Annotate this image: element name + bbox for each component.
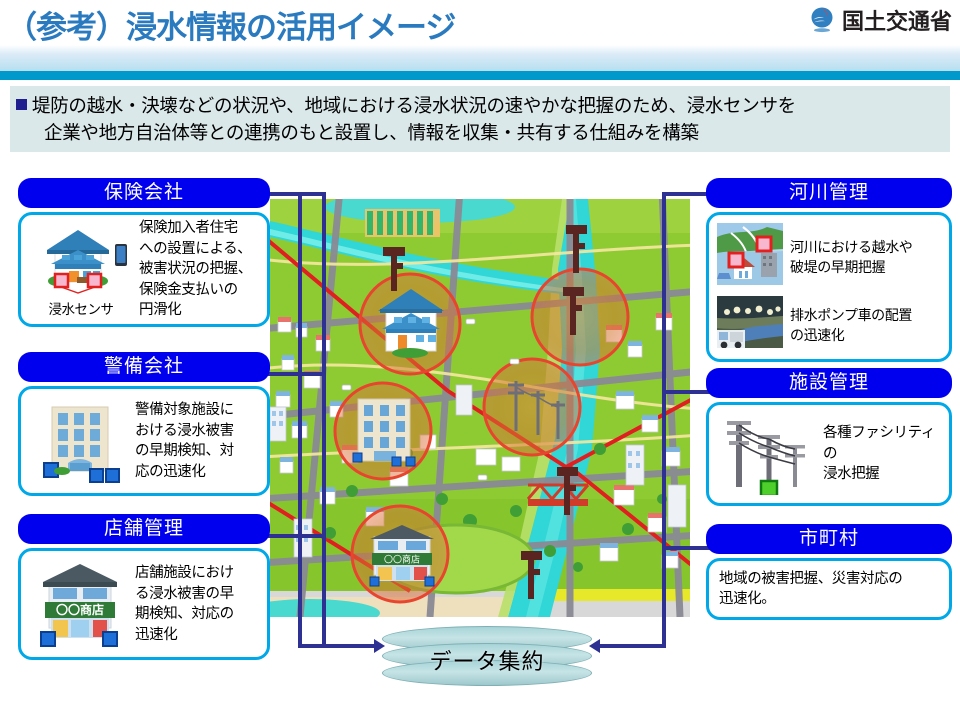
panel-municipality-body: 地域の被害把握、災害対応の 迅速化。 — [706, 558, 952, 620]
office-building-icon — [32, 395, 126, 488]
arrow-right-to-db — [589, 639, 600, 653]
shop-icon: 〇〇商店 — [31, 556, 127, 653]
page-title: （参考）浸水情報の活用イメージ — [6, 10, 456, 45]
summary-callout: 堤防の越水・決壊などの状況や、地域における浸水状況の速やかな把握のため、浸水セン… — [10, 86, 950, 152]
panel-insurance[interactable]: 保険会社 — [18, 178, 270, 327]
connector-right-to-db — [600, 644, 666, 648]
panel-facility-title: 施設管理 — [706, 368, 952, 398]
house-with-sensors-icon — [31, 222, 131, 299]
summary-line-2: 企業や地方自治体等との連携のもと設置し、情報を収集・共有する仕組みを構築 — [44, 122, 699, 143]
summary-line-1: 堤防の越水・決壊などの状況や、地域における浸水状況の速やかな把握のため、浸水セン… — [32, 95, 796, 116]
connector-security-h — [266, 372, 324, 376]
red-truss-bridge-icon — [526, 482, 590, 506]
connector-insurance-h — [266, 192, 326, 196]
panel-river-title: 河川管理 — [706, 178, 952, 208]
drainage-pump-truck-photo — [717, 296, 783, 353]
panel-security-body: 警備対象施設に おける浸水被害 の早期検知、対 応の迅速化 — [18, 386, 270, 496]
panel-municipality[interactable]: 市町村 地域の被害把握、災害対応の 迅速化。 — [706, 524, 952, 620]
panel-municipality-title: 市町村 — [706, 524, 952, 554]
store-icon-group: 〇〇商店 — [29, 556, 129, 653]
panel-store-text: 店舗施設におけ る浸水被害の早 期検知、対応の 迅速化 — [135, 565, 234, 643]
panel-facility[interactable]: 施設管理 — [706, 368, 952, 506]
panel-security-title: 警備会社 — [18, 352, 270, 382]
connector-left-to-db — [298, 644, 374, 648]
panel-river-body: 河川における越水や 破堤の早期把握 — [706, 212, 952, 362]
ministry-name: 国土交通省 — [841, 9, 952, 34]
panel-river[interactable]: 河川管理 — [706, 178, 952, 362]
cylinder-disc-bottom — [382, 660, 592, 686]
facility-icon-group — [717, 409, 817, 500]
panel-security[interactable]: 警備会社 — [18, 352, 270, 496]
panel-municipality-text: 地域の被害把握、災害対応の 迅速化。 — [719, 570, 903, 608]
panel-security-text: 警備対象施設に おける浸水被害 の早期検知、対 応の迅速化 — [135, 402, 234, 480]
panel-store[interactable]: 店舗管理 〇〇商店 — [18, 514, 270, 660]
connector-store-h — [266, 534, 324, 538]
panel-facility-text: 各種ファシリティの 浸水把握 — [823, 425, 935, 483]
header-gradient-band — [0, 45, 960, 71]
flood-levee-breach-photo — [717, 223, 783, 290]
arrow-left-to-db — [374, 639, 385, 653]
connector-facility-h — [662, 390, 712, 394]
river-item-2-text: 排水ポンプ車の配置 の迅速化 — [790, 306, 912, 343]
svg-text:〇〇商店: 〇〇商店 — [384, 554, 420, 565]
database-cylinder-icon[interactable]: データ集約 — [382, 626, 592, 688]
panel-insurance-text: 保険加入者住宅 への設置による、 被害状況の把握、 保険金支払いの 円滑化 — [139, 220, 252, 319]
header-accent-rule — [0, 71, 960, 80]
panel-facility-body: 各種ファシリティの 浸水把握 — [706, 402, 952, 506]
panel-store-body: 〇〇商店 店舗施設におけ る浸水被害の早 期検知、対応の 迅速化 — [18, 548, 270, 660]
flood-sensor-pole-icon — [383, 225, 587, 599]
aerial-town-illustration: 〇〇商店 — [270, 199, 690, 617]
svg-text:〇〇商店: 〇〇商店 — [56, 602, 104, 617]
sensor-caption: 浸水センサ — [48, 301, 115, 317]
insurance-icon-group: 浸水センサ — [29, 222, 133, 318]
river-item-1: 河川における越水や 破堤の早期把握 — [717, 223, 941, 290]
connector-insurance-v — [322, 192, 326, 646]
panel-insurance-body: 浸水センサ 保険加入者住宅 への設置による、 被害状況の把握、 保険金支払いの … — [18, 212, 270, 327]
utility-pole-icon — [717, 409, 817, 500]
bullet-marker-icon — [16, 99, 27, 110]
security-icon-group — [29, 395, 129, 488]
connector-left-trunk — [298, 192, 302, 648]
connector-municipality-h — [662, 546, 712, 550]
panel-store-title: 店舗管理 — [18, 514, 270, 544]
river-item-1-text: 河川における越水や 破堤の早期把握 — [790, 238, 913, 275]
connector-river-h — [662, 192, 712, 196]
river-item-2: 排水ポンプ車の配置 の迅速化 — [717, 296, 941, 353]
panel-insurance-title: 保険会社 — [18, 178, 270, 208]
mlit-logo-icon — [809, 6, 835, 34]
connector-right-trunk — [662, 192, 666, 648]
database-label: データ集約 — [429, 649, 545, 674]
ministry-logo: 国土交通省 — [809, 4, 952, 36]
